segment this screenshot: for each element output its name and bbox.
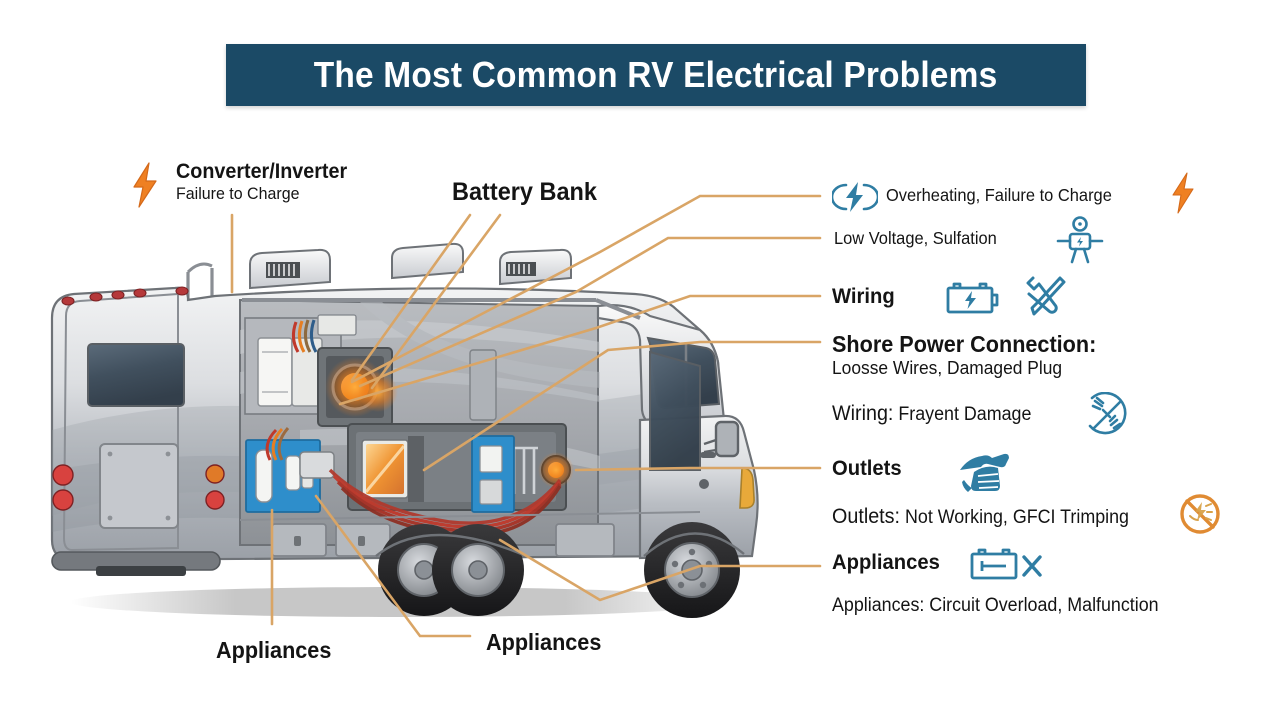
row-low-voltage-text: Low Voltage, Sulfation [834, 228, 997, 248]
row-appliances-detail-text: Appliances: Circuit Overload, Malfunctio… [832, 595, 1159, 616]
battery-person-icon [1056, 216, 1104, 264]
label-battery-bank: Battery Bank [452, 178, 606, 206]
page-title: The Most Common RV Electrical Problems [314, 54, 998, 95]
orange-bolt-icon [133, 162, 157, 208]
row-wiring-frayed: Wiring: Frayent Damage [832, 402, 1031, 426]
no-electricity-icon [1180, 494, 1220, 534]
appliances-left-text: Appliances [216, 637, 332, 663]
appliances-mid-text: Appliances [486, 629, 602, 655]
row-shore-power: Shore Power Connection: Loosse Wires, Da… [832, 331, 1113, 378]
label-converter-inverter: Converter/Inverter Failure to Charge [176, 160, 358, 203]
outlets-detail-bold: Outlets: [832, 505, 901, 528]
battery-x-icon [970, 548, 1042, 580]
row-overheating-text: Overheating, Failure to Charge [886, 185, 1112, 205]
row-outlets-text: Outlets [832, 456, 902, 480]
title-bar: The Most Common RV Electrical Problems [226, 44, 1086, 106]
row-outlets-detail: Outlets: Not Working, GFCI Trimping [832, 505, 1129, 529]
wrench-screwdriver-icon [1026, 276, 1066, 316]
wiring-frayed-text: Frayent Damage [898, 404, 1032, 425]
charge-cycle-bolt-icon [832, 182, 878, 212]
orange-bolt-icon [1172, 172, 1194, 214]
converter-inverter-sub: Failure to Charge [176, 183, 300, 203]
battery-bolt-icon [946, 282, 999, 314]
battery-bank-heading: Battery Bank [452, 178, 597, 206]
wiring-frayed-bold: Wiring: [832, 402, 894, 425]
label-appliances-left: Appliances [216, 637, 339, 664]
outlets-detail-text: Not Working, GFCI Trimping [904, 507, 1129, 528]
row-wiring-text: Wiring [832, 284, 895, 308]
shore-power-heading: Shore Power Connection: [832, 331, 1097, 357]
frayed-wire-icon [1088, 392, 1127, 435]
plug-outlet-icon [960, 453, 1009, 492]
shore-power-sub: Loosse Wires, Damaged Plug [832, 356, 1063, 378]
label-appliances-mid: Appliances [486, 629, 609, 656]
row-appliances-text: Appliances [832, 550, 940, 574]
converter-inverter-heading: Converter/Inverter [176, 160, 348, 183]
